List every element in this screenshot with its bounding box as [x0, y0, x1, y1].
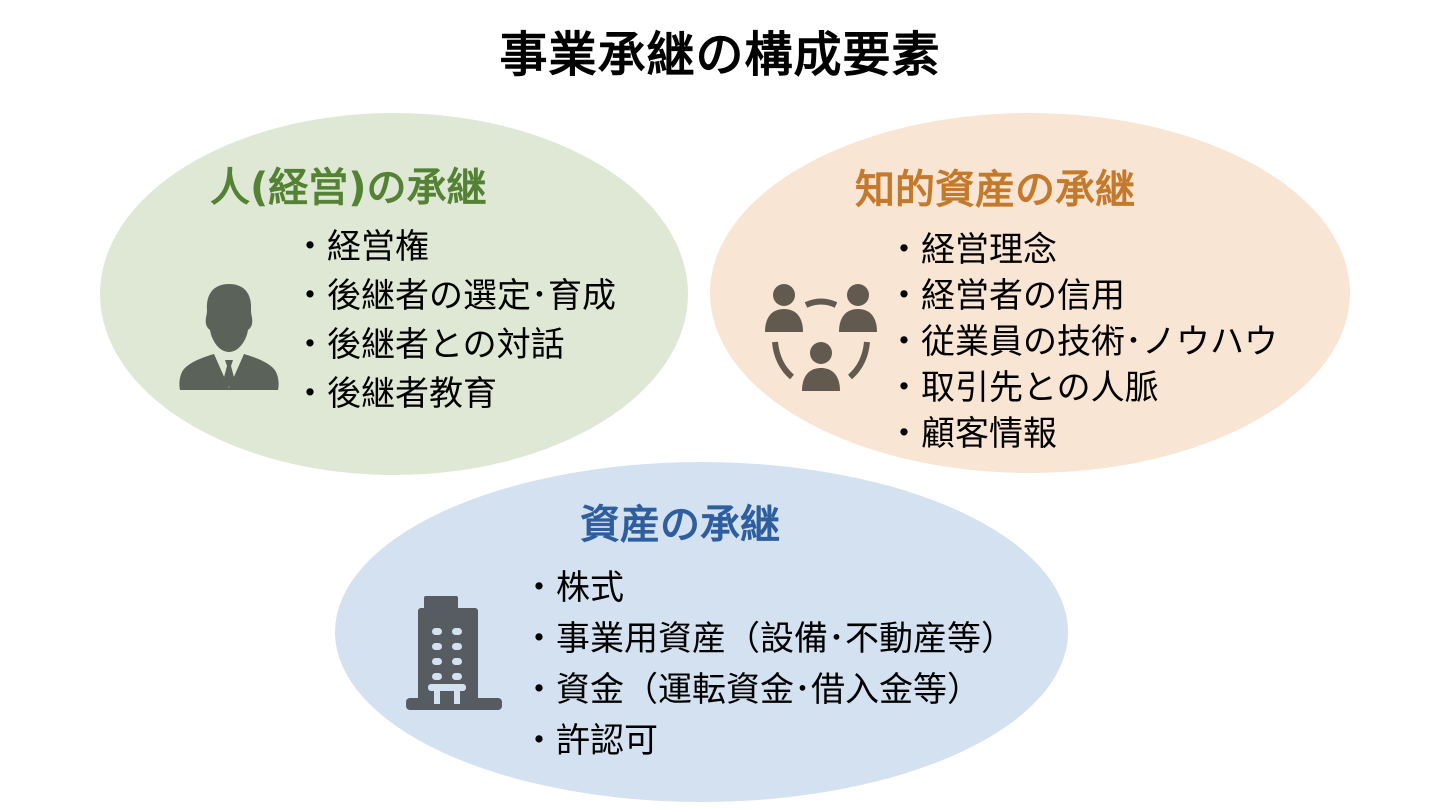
list-item: ・後継者教育 — [293, 374, 497, 414]
list-item: ・取引先との人脈 — [887, 367, 1159, 408]
businessman-icon — [179, 284, 279, 390]
intellectual-assets-list: ・経営理念 ・経営者の信用 ・従業員の技術･ノウハウ ・取引先との人脈 ・顧客情… — [887, 223, 1278, 454]
intellectual-assets-heading: 知的資産の承継 — [855, 167, 1135, 213]
list-item: ・資金（運転資金･借入金等） — [522, 670, 981, 710]
list-item: ・経営理念 — [887, 229, 1057, 270]
page-title: 事業承継の構成要素 — [499, 27, 941, 83]
people-succession-ellipse — [100, 113, 688, 475]
office-building-icon — [406, 596, 502, 710]
list-item: ・従業員の技術･ノウハウ — [887, 321, 1278, 362]
intellectual-assets-ellipse — [710, 113, 1350, 473]
list-item: ・事業用資産（設備･不動産等） — [522, 619, 1015, 659]
assets-heading: 資産の承継 — [580, 502, 780, 548]
list-item: ・顧客情報 — [887, 413, 1057, 454]
assets-list: ・株式 ・事業用資産（設備･不動産等） ・資金（運転資金･借入金等） ・許認可 — [522, 559, 1015, 763]
list-item: ・許認可 — [522, 721, 658, 761]
people-succession-list: ・経営権 ・後継者の選定･育成 ・後継者との対話 ・後継者教育 — [293, 219, 616, 415]
list-item: ・後継者の選定･育成 — [293, 276, 616, 316]
list-item: ・株式 — [522, 568, 624, 608]
list-item: ・経営権 — [293, 227, 429, 267]
team-network-icon — [765, 284, 877, 391]
list-item: ・経営者の信用 — [887, 275, 1125, 316]
people-succession-heading: 人(経営)の承継 — [210, 165, 487, 211]
list-item: ・後継者との対話 — [293, 325, 565, 365]
